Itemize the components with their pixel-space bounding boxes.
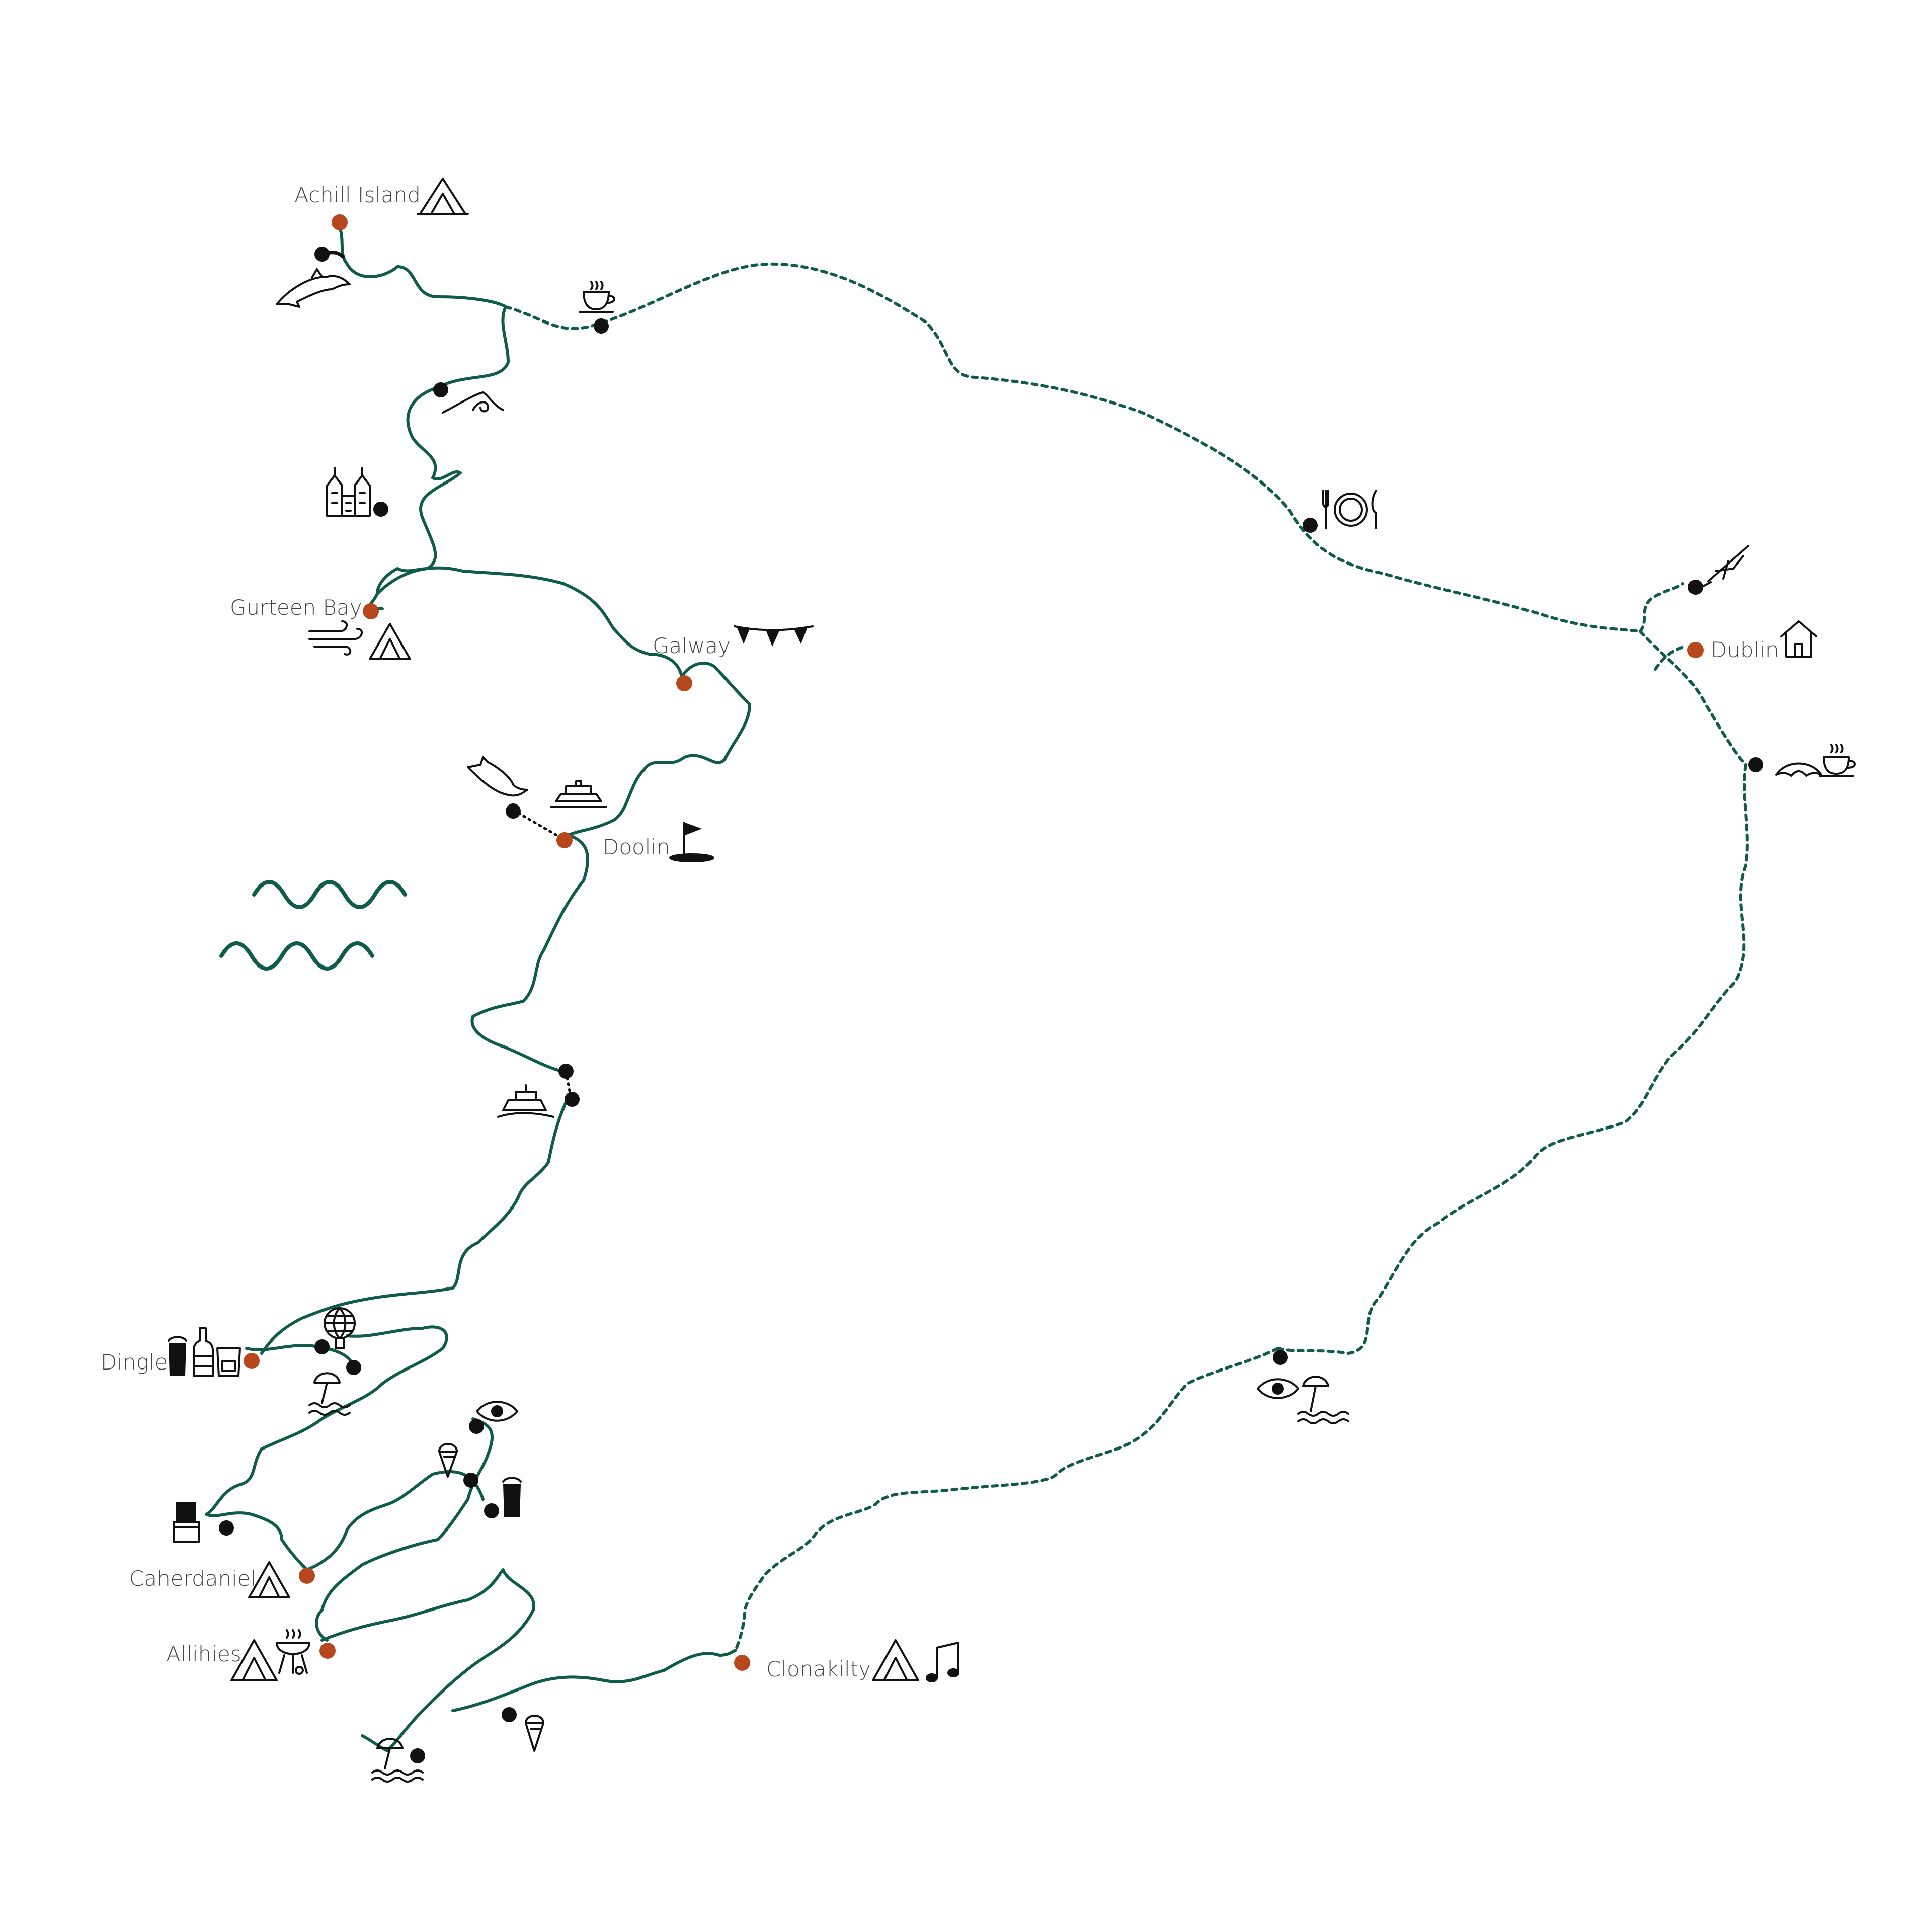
stop-marker	[219, 1520, 234, 1536]
place-label-dingle: Dingle	[101, 1350, 168, 1375]
route-solid-path	[451, 1649, 737, 1712]
route-solid-path	[320, 1568, 536, 1752]
tent-icon	[230, 1639, 278, 1681]
dolphin-icon	[467, 756, 528, 797]
globe-icon	[324, 1307, 356, 1349]
place-label-galway: Galway	[653, 633, 731, 658]
dining-icon	[1322, 490, 1377, 529]
stop-marker	[1273, 1350, 1288, 1365]
route-dotted-path	[1639, 582, 1684, 633]
tent-icon	[872, 1639, 919, 1681]
place-label-achill: Achill Island	[294, 183, 421, 207]
bottle-icon	[193, 1327, 214, 1377]
place-label-doolin: Doolin	[603, 835, 670, 859]
major-stops	[244, 214, 1704, 1671]
place-label-caherdaniel: Caherdaniel	[129, 1566, 256, 1591]
stop-allihies	[319, 1643, 336, 1659]
beach-umbrella-icon	[308, 1372, 351, 1416]
coffee-cup-icon	[1819, 744, 1856, 777]
stop-doolin	[556, 832, 573, 848]
pint-icon	[502, 1477, 522, 1517]
route-dotted-path	[504, 262, 1642, 633]
stop-marker	[1688, 580, 1703, 595]
barbecue-icon	[276, 1629, 310, 1675]
coffee-cup-icon	[579, 281, 615, 313]
croissant-icon	[1775, 762, 1822, 777]
stop-marker	[314, 1339, 330, 1354]
stop-galway	[676, 675, 692, 691]
pint-icon	[168, 1336, 187, 1376]
swimmer-icon	[442, 391, 504, 414]
stop-marker	[558, 1064, 574, 1079]
ferry-route-doolin	[512, 809, 562, 839]
ice-cream-icon	[525, 1715, 544, 1752]
ferry-icon	[550, 780, 607, 808]
dolphin-icon	[276, 268, 351, 308]
stop-marker	[484, 1503, 499, 1518]
stop-marker	[1748, 757, 1763, 772]
stop-achill	[332, 214, 348, 230]
house-icon	[1780, 620, 1817, 658]
stop-gurteen	[363, 603, 379, 619]
stop-marker	[594, 318, 609, 334]
route-dotted-path	[1276, 630, 1749, 1355]
route-solid-path	[260, 1095, 570, 1355]
whiskey-glass-icon	[216, 1347, 241, 1377]
place-label-clonakilty: Clonakilty	[766, 1657, 871, 1681]
stop-marker	[506, 803, 521, 819]
stop-marker	[463, 1473, 478, 1488]
minor-stops	[219, 247, 1763, 1763]
ice-cream-icon	[438, 1443, 458, 1478]
stop-marker	[469, 1419, 484, 1434]
eye-icon	[476, 1401, 518, 1422]
place-label-allihies: Allihies	[166, 1642, 242, 1666]
stop-dingle	[244, 1353, 260, 1369]
route-solid-path	[305, 1417, 494, 1642]
stop-marker	[373, 502, 388, 517]
route-dotted-path	[734, 1347, 1279, 1652]
sea-waves-icon	[219, 880, 407, 971]
golf-flag-icon	[669, 822, 714, 862]
tent-icon	[417, 178, 469, 215]
stop-marker	[1303, 518, 1318, 533]
route-dotted-path	[1654, 645, 1687, 671]
tent-icon	[369, 623, 411, 660]
music-note-icon	[926, 1642, 959, 1682]
stop-marker	[410, 1748, 425, 1763]
stop-marker	[565, 1092, 580, 1107]
bunting-icon	[734, 625, 814, 647]
route-solid-path	[335, 220, 510, 610]
beach-umbrella-icon	[1297, 1376, 1349, 1424]
stop-marker	[314, 247, 330, 262]
wind-icon	[308, 620, 363, 656]
tent-icon	[248, 1561, 290, 1598]
route-solid-path	[205, 1325, 448, 1571]
stop-marker	[433, 382, 448, 397]
cathedral-icon	[326, 467, 371, 517]
place-label-gurteen: Gurteen Bay	[230, 595, 362, 620]
stop-clonakilty	[734, 1655, 750, 1671]
beach-umbrella-icon	[371, 1738, 424, 1783]
stop-dublin	[1687, 642, 1704, 658]
stop-marker	[502, 1707, 517, 1722]
chocolate-icon	[173, 1502, 200, 1543]
eye-icon	[1257, 1378, 1299, 1399]
stop-caherdaniel	[299, 1568, 315, 1584]
airplane-icon	[1702, 545, 1749, 587]
ferry-icon	[497, 1084, 554, 1118]
place-label-dublin: Dublin	[1711, 637, 1779, 662]
stop-marker	[346, 1360, 361, 1375]
